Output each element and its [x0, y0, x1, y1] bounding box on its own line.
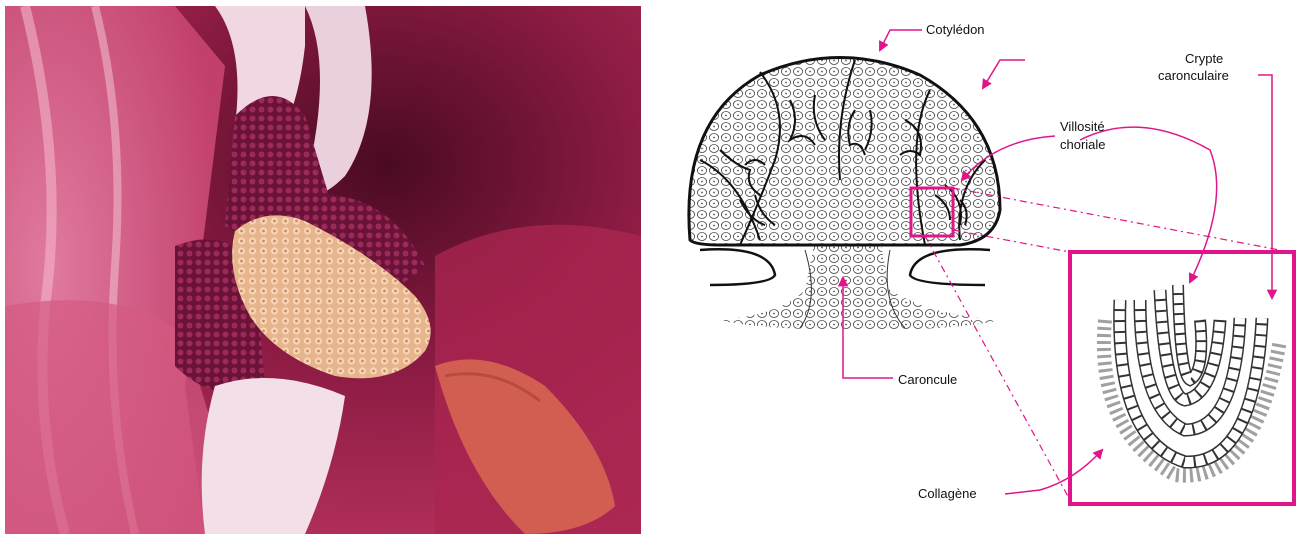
photo-illustration [5, 6, 641, 534]
label-crypte-line2: caronculaire [1158, 68, 1229, 83]
diagram-svg: Cotylédon Crypte caronculaire Villosité … [641, 0, 1298, 538]
placentome-diagram: Cotylédon Crypte caronculaire Villosité … [641, 0, 1298, 538]
label-villosite-line1: Villosité [1060, 119, 1105, 134]
label-caroncule: Caroncule [898, 372, 957, 387]
cotyledon-leader-2 [983, 60, 1025, 88]
cotyledon-leader [880, 30, 922, 50]
placentome-photo [5, 6, 641, 534]
label-villosite-line2: choriale [1060, 137, 1106, 152]
label-collagene: Collagène [918, 486, 977, 501]
label-crypte-line1: Crypte [1185, 51, 1223, 66]
caruncle-cotyledon-drawing [689, 58, 1000, 331]
label-cotyledon: Cotylédon [926, 22, 985, 37]
